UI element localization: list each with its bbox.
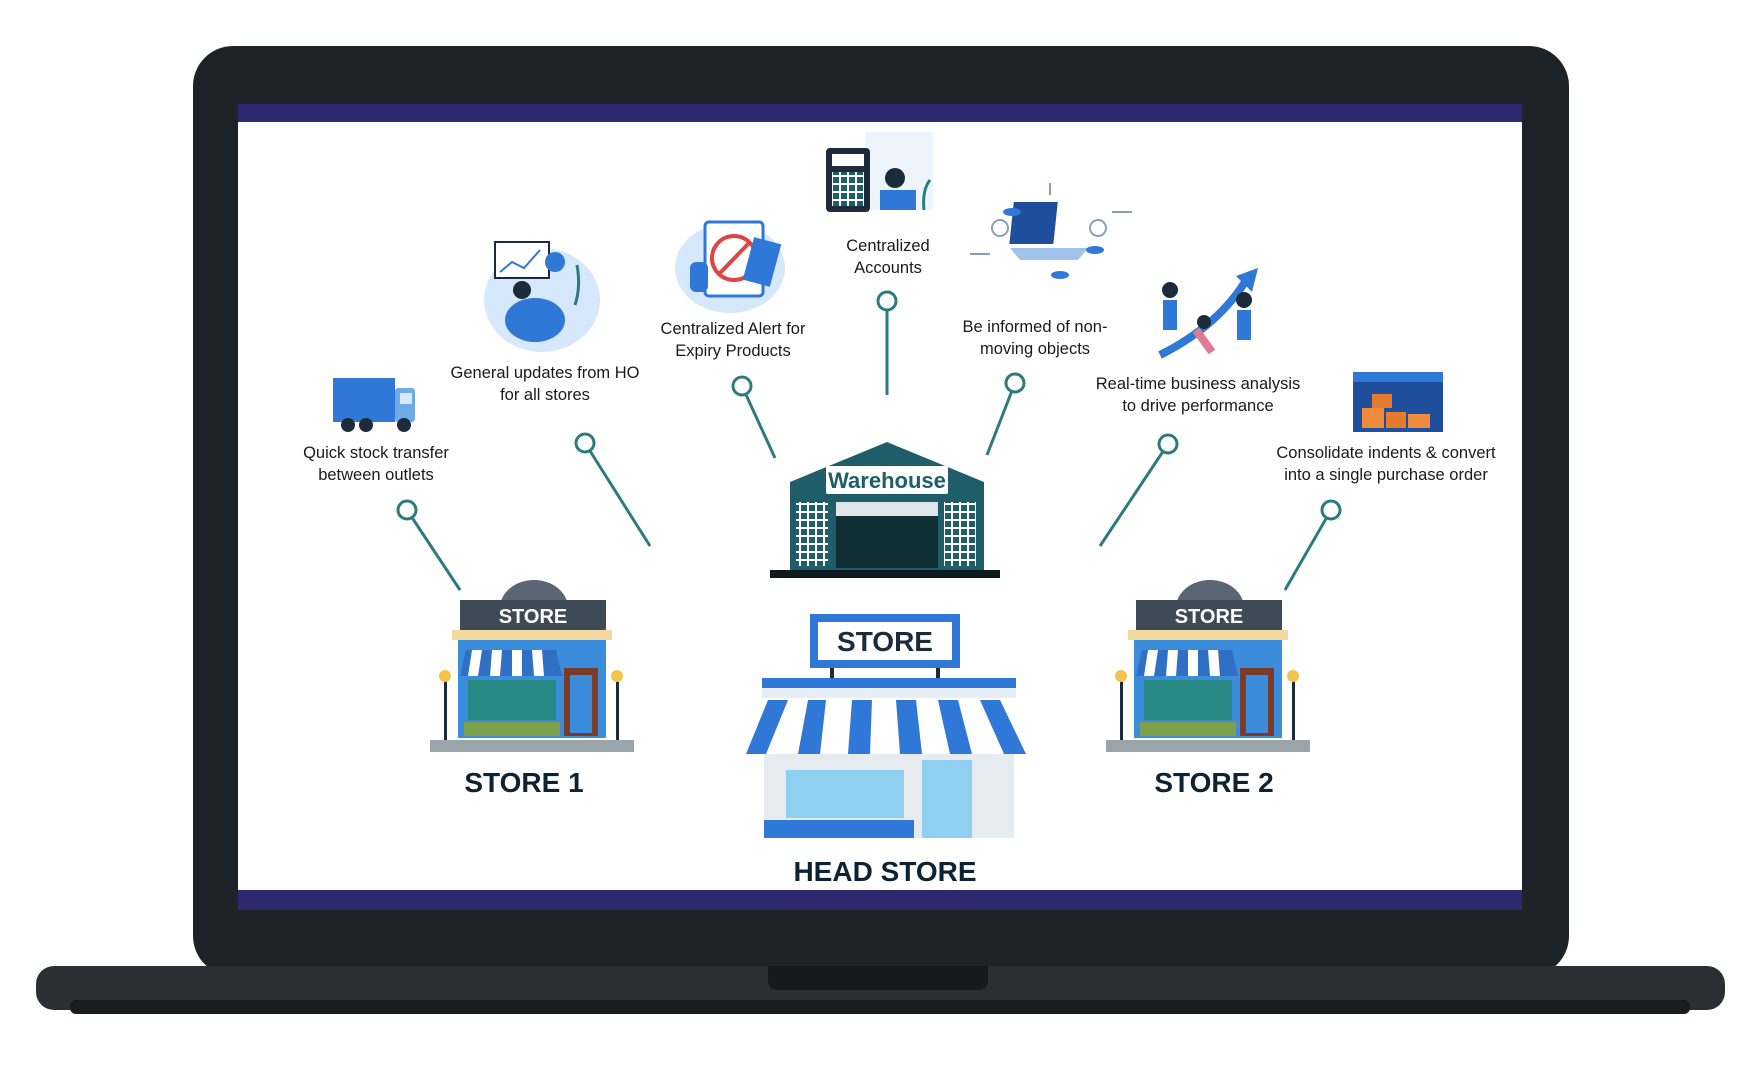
feature-label-f3: Centralized Alert for Expiry Products (661, 320, 806, 360)
feature-label-f6: Real-time business analysis to drive per… (1096, 375, 1301, 415)
feature-f6-line1: Real-time business analysis (1096, 375, 1301, 393)
store-1-sign: STORE (499, 606, 568, 628)
growth-team-icon (1158, 268, 1258, 359)
connector-node-f1 (396, 499, 418, 521)
store-2-label: STORE 2 (1154, 767, 1273, 798)
feature-f7-line1: Consolidate indents & convert (1276, 444, 1496, 462)
connector-f2 (583, 442, 652, 547)
connector-node-f2 (574, 432, 596, 454)
connector-node-f7 (1320, 499, 1342, 521)
feature-f6-line2: to drive performance (1122, 397, 1273, 415)
analytics-person-icon (484, 241, 600, 352)
connector-f3 (740, 385, 777, 459)
warehouse-building: Warehouse (770, 434, 1000, 578)
feature-label-f7: Consolidate indents & convert into a sin… (1276, 444, 1496, 484)
feature-f5-line1: Be informed of non- (963, 318, 1108, 336)
connector-node-f6 (1157, 433, 1179, 455)
connector-f5 (985, 382, 1017, 456)
container-boxes-icon (1353, 372, 1443, 432)
feature-f1-line2: between outlets (318, 466, 434, 484)
feature-f4-line1: Centralized (846, 237, 929, 255)
feature-label-f4: Centralized Accounts (846, 237, 929, 277)
head-store-building: STORE (746, 614, 1032, 838)
expiry-alert-icon (675, 220, 785, 313)
feature-label-f5: Be informed of non- moving objects (963, 318, 1108, 358)
connector-node-f5 (1004, 372, 1026, 394)
store-2-building: STORE (1106, 580, 1310, 752)
truck-icon (333, 378, 415, 432)
feature-f3-line2: Expiry Products (675, 342, 791, 360)
feature-f4-line2: Accounts (854, 259, 922, 277)
head-store-label: HEAD STORE (793, 856, 976, 887)
accountant-calculator-icon (826, 132, 933, 212)
feature-f5-line2: moving objects (980, 340, 1090, 358)
feature-f7-line2: into a single purchase order (1284, 466, 1488, 484)
warehouse-sign: Warehouse (828, 468, 946, 493)
store-2-sign: STORE (1175, 606, 1244, 628)
connector-node-f4 (876, 290, 898, 312)
feature-f1-line1: Quick stock transfer (303, 444, 449, 462)
connector-f1 (405, 509, 462, 591)
connectors (396, 290, 1342, 591)
feature-label-f1: Quick stock transfer between outlets (303, 444, 449, 484)
head-store-sign: STORE (837, 626, 933, 657)
store-1-building: STORE (430, 580, 634, 752)
laptop-network-icon (970, 183, 1132, 279)
feature-label-f2: General updates from HO for all stores (451, 364, 640, 404)
store-1-label: STORE 1 (464, 767, 583, 798)
feature-f2-line1: General updates from HO (451, 364, 640, 382)
connector-f7 (1283, 509, 1333, 591)
connector-node-f3 (731, 375, 753, 397)
connector-f6 (1098, 443, 1170, 547)
feature-f2-line2: for all stores (500, 386, 590, 404)
feature-f3-line1: Centralized Alert for (661, 320, 806, 338)
